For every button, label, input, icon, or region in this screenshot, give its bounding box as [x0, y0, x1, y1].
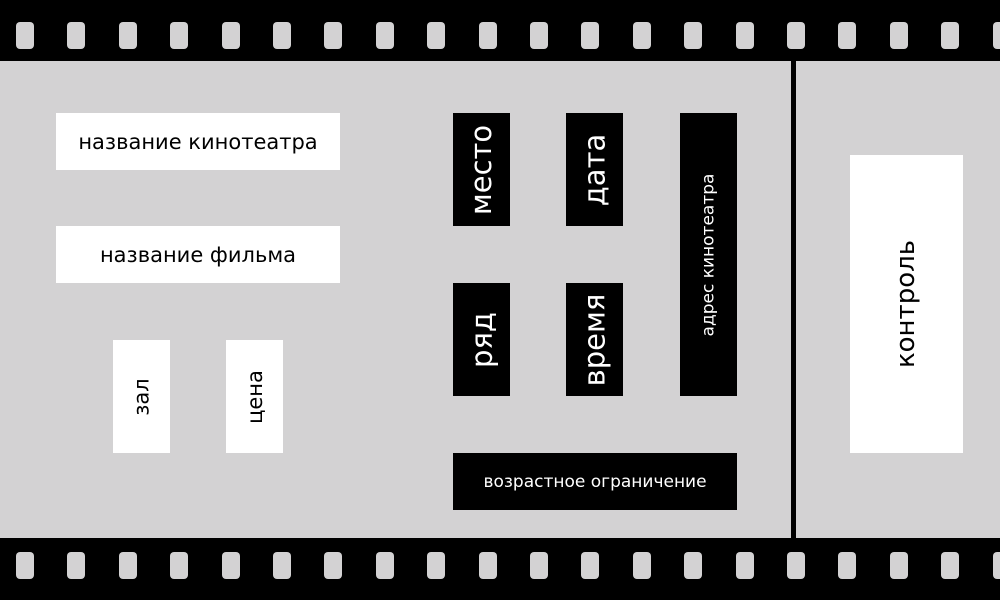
cinema-name-label: название кинотеатра [78, 129, 318, 154]
sprocket-hole [478, 552, 497, 579]
sprocket-hole [324, 22, 343, 49]
seat-label: место [464, 124, 499, 215]
row-field: ряд [453, 283, 510, 396]
sprocket-hole [530, 22, 548, 49]
age-restriction-field: возрастное ограничение [453, 453, 737, 510]
sprocket-hole [992, 552, 1000, 579]
sprocket-hole [684, 22, 703, 49]
film-name-label: название фильма [99, 242, 297, 267]
film-name-field: название фильма [56, 226, 340, 283]
sprocket-hole [735, 552, 754, 579]
sprocket-hole [16, 552, 34, 579]
sprocket-hole [118, 22, 137, 49]
sprocket-hole [118, 552, 137, 579]
seat-field: место [453, 113, 510, 226]
date-field: дата [566, 113, 623, 226]
control-label: контроль [891, 239, 922, 369]
cinema-address-label: адрес кинотеатра [698, 173, 719, 336]
time-label: время [577, 293, 612, 386]
sprocket-hole [941, 552, 960, 579]
price-label: цена [242, 369, 267, 424]
film-strip-bottom [0, 538, 1000, 600]
sprocket-hole [67, 552, 86, 579]
sprocket-hole [170, 22, 189, 49]
sprocket-hole [530, 552, 548, 579]
age-restriction-label: возрастное ограничение [483, 471, 707, 492]
sprocket-hole [735, 22, 754, 49]
sprocket-hole [427, 22, 446, 49]
sprocket-hole [889, 22, 908, 49]
sprocket-hole [221, 552, 240, 579]
sprocket-hole [324, 552, 343, 579]
sprocket-hole [170, 552, 189, 579]
sprocket-hole [478, 22, 497, 49]
cinema-name-field: название кинотеатра [56, 113, 340, 170]
sprocket-hole [889, 552, 908, 579]
sprocket-hole [838, 22, 857, 49]
sprocket-hole [941, 22, 960, 49]
sprocket-hole [427, 552, 446, 579]
control-stub-field: контроль [850, 155, 963, 453]
sprocket-hole [221, 22, 240, 49]
row-label: ряд [464, 311, 499, 368]
sprocket-hole [992, 22, 1000, 49]
hall-field: зал [113, 340, 170, 453]
sprocket-hole [375, 552, 394, 579]
sprocket-hole [787, 552, 805, 579]
sprocket-hole [273, 22, 291, 49]
film-strip-top [0, 0, 1000, 61]
sprocket-hole [375, 22, 394, 49]
date-label: дата [577, 133, 612, 206]
sprocket-hole [273, 552, 291, 579]
sprocket-hole [787, 22, 805, 49]
time-field: время [566, 283, 623, 396]
hall-label: зал [129, 377, 154, 416]
sprocket-hole [16, 22, 34, 49]
cinema-address-field: адрес кинотеатра [680, 113, 737, 396]
sprocket-hole [684, 552, 703, 579]
sprocket-hole [581, 552, 600, 579]
tear-line-divider [791, 61, 796, 538]
sprocket-hole [632, 22, 651, 49]
sprocket-hole [838, 552, 857, 579]
price-field: цена [226, 340, 283, 453]
sprocket-hole [632, 552, 651, 579]
sprocket-hole [581, 22, 600, 49]
sprocket-hole [67, 22, 86, 49]
